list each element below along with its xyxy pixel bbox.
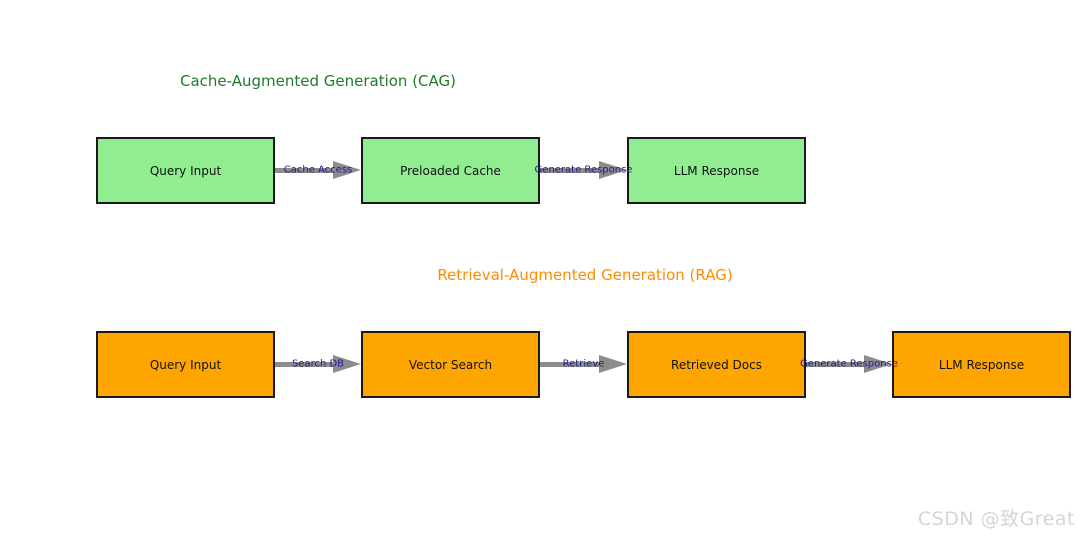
rag-title: Retrieval-Augmented Generation (RAG) <box>437 266 733 284</box>
arrow-head-icon <box>333 355 361 373</box>
cag-node-llm-response-label: LLM Response <box>673 163 760 178</box>
arrow-head-icon <box>599 355 627 373</box>
cag-node-query-input: Query Input <box>96 137 275 204</box>
rag-node-retrieved-docs-label: Retrieved Docs <box>671 357 762 372</box>
arrow-line <box>540 167 611 173</box>
cag-arrow-generate-response: Generate Response <box>535 159 632 181</box>
rag-arrow-search-db-label: Search DB <box>291 358 345 370</box>
rag-node-vector-search: Vector Search <box>361 331 540 398</box>
arrow-line <box>275 361 345 367</box>
arrow-head-icon <box>599 161 627 179</box>
rag-node-retrieved-docs: Retrieved Docs <box>627 331 806 398</box>
arrow-head-icon <box>333 161 361 179</box>
rag-node-llm-response-label: LLM Response <box>938 357 1025 372</box>
cag-node-llm-response: LLM Response <box>627 137 806 204</box>
arrow-head-icon <box>864 355 892 373</box>
arrow-line <box>806 361 876 367</box>
rag-node-llm-response: LLM Response <box>892 331 1071 398</box>
csdn-watermark: CSDN @致Great <box>917 508 1075 530</box>
arrow-line <box>275 167 345 173</box>
rag-arrow-search-db: Search DB <box>275 353 361 375</box>
cag-arrow-cache-access: Cache Access <box>275 159 361 181</box>
rag-node-query-input: Query Input <box>96 331 275 398</box>
rag-arrow-generate-response: Generate Response <box>800 353 898 375</box>
cag-node-preloaded-cache-label: Preloaded Cache <box>400 163 501 178</box>
rag-node-vector-search-label: Vector Search <box>408 357 493 372</box>
cag-node-preloaded-cache: Preloaded Cache <box>361 137 540 204</box>
rag-arrow-retrieve: Retrieve <box>540 353 627 375</box>
arrow-line <box>540 361 611 367</box>
cag-arrow-generate-response-label: Generate Response <box>534 164 633 176</box>
rag-arrow-retrieve-label: Retrieve <box>562 358 605 370</box>
cag-title: Cache-Augmented Generation (CAG) <box>179 72 457 90</box>
rag-node-query-input-label: Query Input <box>149 357 222 372</box>
rag-arrow-generate-response-label: Generate Response <box>800 358 898 370</box>
cag-arrow-cache-access-label: Cache Access <box>283 164 353 176</box>
cag-node-query-input-label: Query Input <box>149 163 222 178</box>
